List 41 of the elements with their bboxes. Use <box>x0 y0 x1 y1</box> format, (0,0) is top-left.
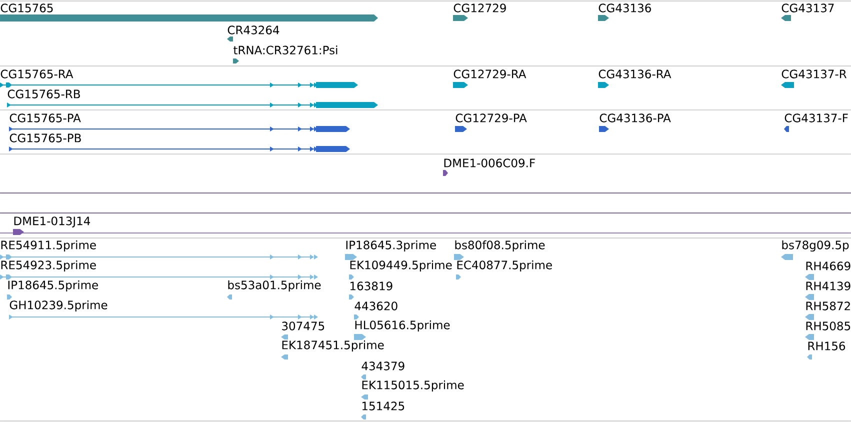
feature-label: RE54911.5prime <box>1 240 96 252</box>
feature-label: CG43137 <box>782 4 834 12</box>
feature-label: bs53a01.5prime <box>228 280 321 292</box>
feature-label: CG15765-PB <box>10 134 81 142</box>
feature-label: CR43264 <box>228 26 280 34</box>
feature-label: 163819 <box>350 282 392 290</box>
feature-label: RH5085 <box>806 322 850 330</box>
feature-label: 443620 <box>354 302 398 310</box>
feature-label: bs80f08.5prime <box>455 240 545 252</box>
feature-label: RH156 <box>808 342 846 350</box>
feature-label: EC40877.5prime <box>457 260 552 272</box>
feature-label: 151425 <box>362 402 404 410</box>
feature-label: GH10239.5prime <box>10 300 108 312</box>
feature-label: CG15765-PA <box>10 114 81 122</box>
feature-label: EK187451.5prime <box>282 340 384 352</box>
feature-label: RH5872 <box>806 302 850 310</box>
feature-label: DME1-013J14 <box>14 216 90 228</box>
feature-label: HL05616.5prime <box>355 320 450 332</box>
feature-label: CG12729-PA <box>456 114 527 122</box>
feature-label: EK115015.5prime <box>362 380 464 392</box>
feature-label: bs78g09.5p <box>782 240 849 252</box>
feature-label: CG12729-RA <box>454 70 526 78</box>
feature-label: tRNA:CR32761:Psi <box>234 46 338 54</box>
feature-label: IP18645.5prime <box>8 280 98 292</box>
feature-label: DME1-006C09.F <box>444 158 535 168</box>
feature-label: CG12729 <box>454 4 506 12</box>
feature-label: RH4139 <box>806 282 850 290</box>
feature-label: RH4669 <box>806 262 850 270</box>
feature-label: CG43137-F <box>784 114 848 122</box>
feature-label: CG15765-RB <box>8 90 80 98</box>
feature-label: RE54923.5prime <box>1 260 96 272</box>
feature-label: CG43137-R <box>782 70 846 78</box>
feature-label: CG43136-PA <box>600 114 671 122</box>
feature-label: 307475 <box>282 322 324 330</box>
feature-label: 434379 <box>362 362 404 370</box>
feature-label: CG15765 <box>0 4 53 12</box>
feature-label: IP18645.3prime <box>346 240 436 252</box>
feature-label: CG15765-RA <box>0 70 74 78</box>
feature-label: CG43136 <box>598 4 651 12</box>
feature-label: CG43136-RA <box>598 70 672 78</box>
feature-label: EK109449.5prime <box>350 260 452 272</box>
